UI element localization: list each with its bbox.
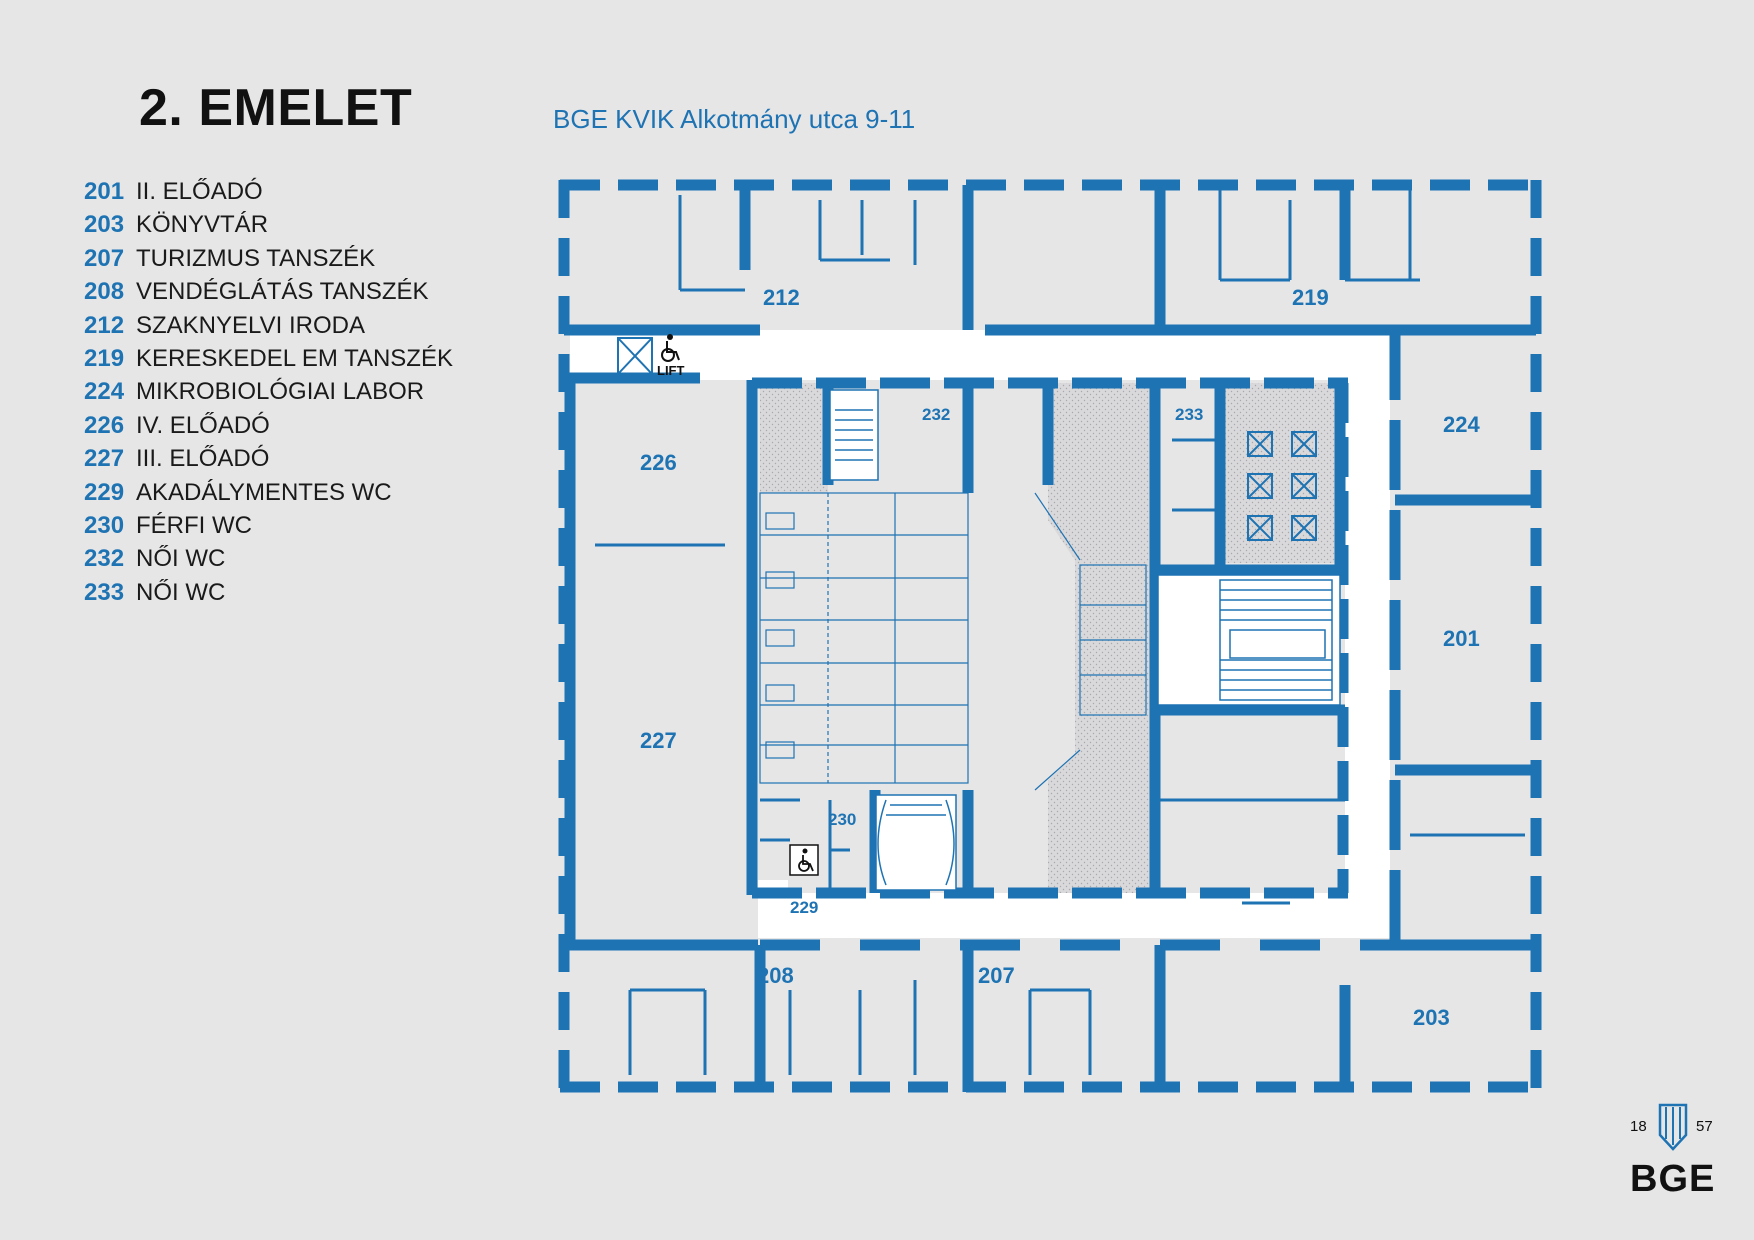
room-label-229: 229 [790,898,818,917]
legend-number: 224 [84,378,125,406]
logo-year-left: 18 [1630,1118,1647,1135]
legend-item: 219 KERESKEDEL EM TANSZÉK [84,345,453,378]
legend-name: KÖNYVTÁR [136,211,269,239]
legend-name: III. ELŐADÓ [136,445,270,473]
hall-grid [759,492,1147,791]
lift-box [1247,515,1273,541]
wheelchair-icon [661,334,680,362]
legend-number: 208 [84,278,125,306]
legend-name: KERESKEDEL EM TANSZÉK [136,344,453,372]
legend-name: VENDÉGLÁTÁS TANSZÉK [136,278,429,306]
legend-item: 224 MIKROBIOLÓGIAI LABOR [84,378,453,411]
legend-item: 227 III. ELŐADÓ [84,445,453,478]
building-address: BGE KVIK Alkotmány utca 9-11 [553,104,916,134]
legend-name: FÉRFI WC [136,511,252,539]
thin-partitions [595,185,1525,1075]
room-label-207: 207 [978,963,1015,988]
legend-item: 229 AKADÁLYMENTES WC [84,479,453,512]
room-label-203: 203 [1413,1005,1450,1030]
legend-name: NŐI WC [136,545,226,573]
room-label-230: 230 [828,810,856,829]
corridor-east [1345,330,1390,935]
legend-name: AKADÁLYMENTES WC [136,478,392,506]
room-label-227: 227 [640,728,677,753]
logo-year-right: 57 [1696,1118,1713,1135]
legend-item: 232 NŐI WC [84,545,453,578]
legend-item: 230 FÉRFI WC [84,512,453,545]
legend-number: 232 [84,545,125,573]
legend-name: II. ELŐADÓ [136,178,263,205]
atrium [1048,383,1150,893]
corridor-south [758,893,1390,938]
legend-item: 226 IV. ELŐADÓ [84,412,453,445]
legend-number: 226 [84,411,125,439]
bge-logo: 18 57 BGE [1620,1098,1720,1208]
room-label-219: 219 [1292,285,1329,310]
legend-number: 233 [84,578,125,606]
lift-label: LIFT [657,363,684,378]
legend-item: 207 TURIZMUS TANSZÉK [84,245,453,278]
legend-number: 203 [84,211,125,239]
corridors [570,330,1390,938]
legend-item: 233 NŐI WC [84,579,453,612]
room-label-201: 201 [1443,626,1480,651]
legend-name: SZAKNYELVI IRODA [136,311,365,339]
room-label-226: 226 [640,450,677,475]
lift-box [1247,473,1273,499]
room-label-224: 224 [1443,412,1480,437]
light-well-east [1220,383,1340,563]
room-legend: 201 II. ELŐADÓ 203 KÖNYVTÁR 207 TURIZMUS TA… [84,178,453,612]
room-label-233: 233 [1175,405,1203,424]
legend-number: 229 [84,478,125,506]
legend-item: 212 SZAKNYELVI IRODA [84,312,453,345]
lift-box [1291,473,1317,499]
wheelchair-icon [789,844,819,876]
legend-name: MIKROBIOLÓGIAI LABOR [136,378,425,406]
legend-number: 207 [84,244,125,272]
light-well-west [760,383,828,493]
walls [558,179,1542,1093]
legend-name: IV. ELŐADÓ [136,411,270,439]
page-title: 2. EMELET [139,79,413,137]
room-label-232: 232 [922,405,950,424]
lift-box [1247,431,1273,457]
legend-number: 201 [84,178,125,205]
legend-number: 227 [84,445,125,473]
legend-item: 208 VENDÉGLÁTÁS TANSZÉK [84,278,453,311]
hatched-areas [760,383,1340,893]
stairs-icon [829,389,1341,891]
room-label-208: 208 [757,963,794,988]
legend-item: 203 KÖNYVTÁR [84,211,453,244]
legend-number: 212 [84,311,125,339]
lift-box [1291,515,1317,541]
legend-number: 230 [84,511,125,539]
legend-name: TURIZMUS TANSZÉK [136,244,376,272]
crest-icon [1658,1103,1688,1151]
legend-name: NŐI WC [136,578,226,606]
lift-icon [617,337,653,375]
legend-item: 201 II. ELŐADÓ [84,178,453,211]
logo-text: BGE [1630,1158,1716,1200]
legend-number: 219 [84,344,125,372]
lift-box [1291,431,1317,457]
room-label-212: 212 [763,285,800,310]
corridor-north [570,330,1390,380]
